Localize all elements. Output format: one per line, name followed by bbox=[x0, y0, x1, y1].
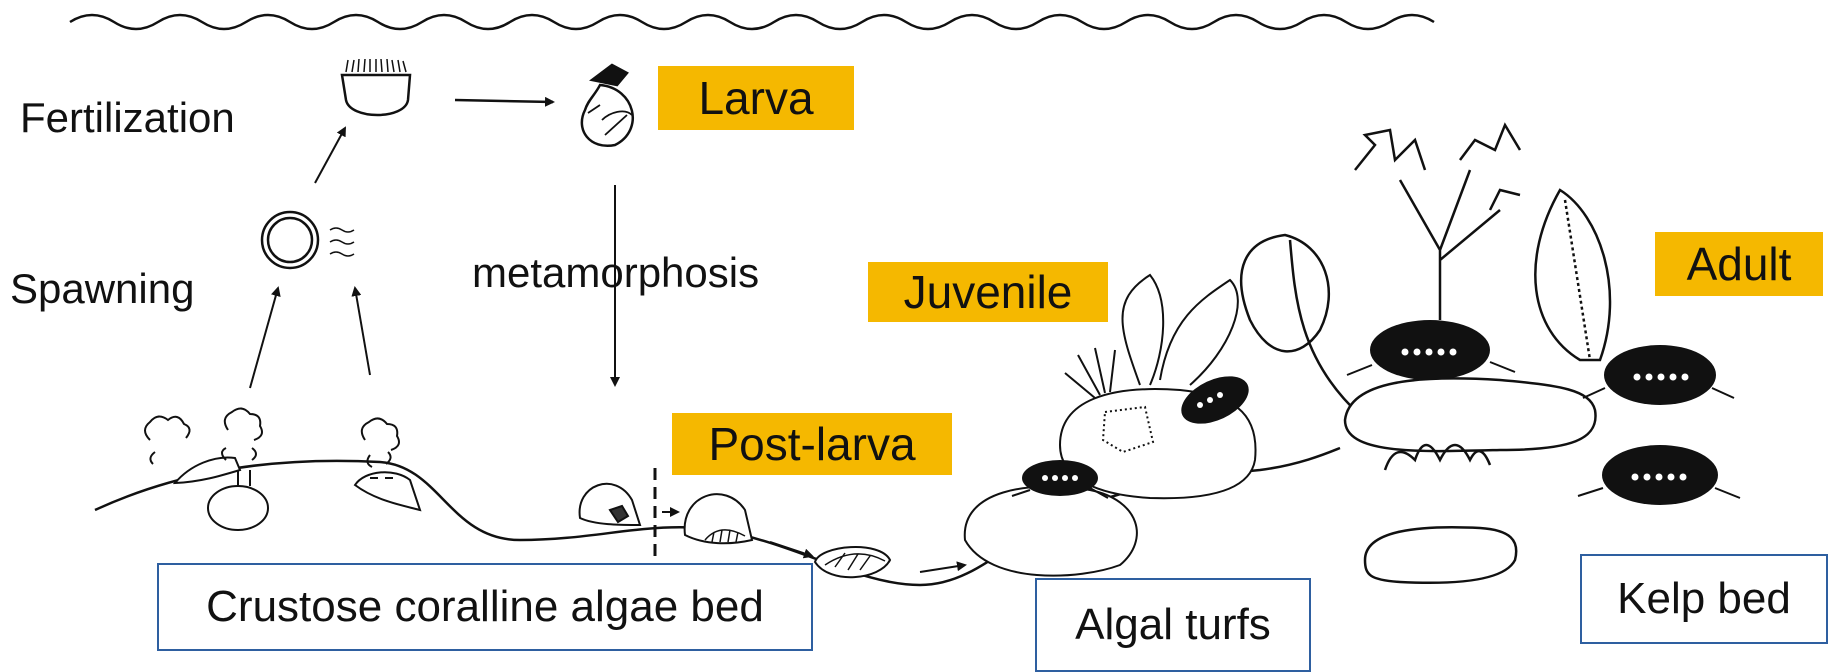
adult-tag: Adult bbox=[1655, 232, 1823, 296]
post-larva-growing bbox=[685, 494, 752, 543]
post-larva-settled bbox=[580, 484, 640, 525]
spawning-urchin-right bbox=[355, 418, 420, 510]
arrow-to-larva bbox=[455, 100, 553, 102]
post-larva-tag: Post-larva bbox=[672, 413, 952, 475]
larva-tag: Larva bbox=[658, 66, 854, 130]
spawning-urchin-left bbox=[145, 408, 268, 530]
adult-urchin-2 bbox=[1583, 345, 1734, 405]
kelp-branching bbox=[1355, 125, 1520, 320]
kelp-frond-2 bbox=[1535, 190, 1610, 360]
adult-urchin-3 bbox=[1578, 445, 1740, 505]
metamorphosis-label: metamorphosis bbox=[472, 252, 759, 294]
arrow-spawning-left bbox=[250, 288, 278, 388]
kelp-bed-label: Kelp bed bbox=[1580, 554, 1828, 644]
arrow-fertilization bbox=[315, 128, 345, 183]
arrow-to-early-juvenile bbox=[770, 542, 812, 556]
juvenile-tag: Juvenile bbox=[868, 262, 1108, 322]
arrow-spawning-right bbox=[355, 288, 370, 375]
arrow-to-turfs bbox=[920, 565, 965, 572]
larva bbox=[582, 65, 633, 146]
algal-turfs-label: Algal turfs bbox=[1035, 578, 1311, 672]
spawning-label: Spawning bbox=[10, 268, 194, 310]
fertilization-label: Fertilization bbox=[20, 97, 235, 139]
egg-cell bbox=[262, 212, 354, 268]
kelp-frond-1 bbox=[1241, 235, 1360, 415]
crustose-coralline-bed-label: Crustose coralline algae bed bbox=[157, 563, 813, 651]
adult-urchin-1 bbox=[1347, 320, 1515, 380]
blastula bbox=[342, 59, 410, 115]
rocks-kelp-zone bbox=[1345, 378, 1596, 582]
water-surface-line bbox=[70, 15, 1434, 29]
early-juvenile bbox=[815, 547, 890, 577]
